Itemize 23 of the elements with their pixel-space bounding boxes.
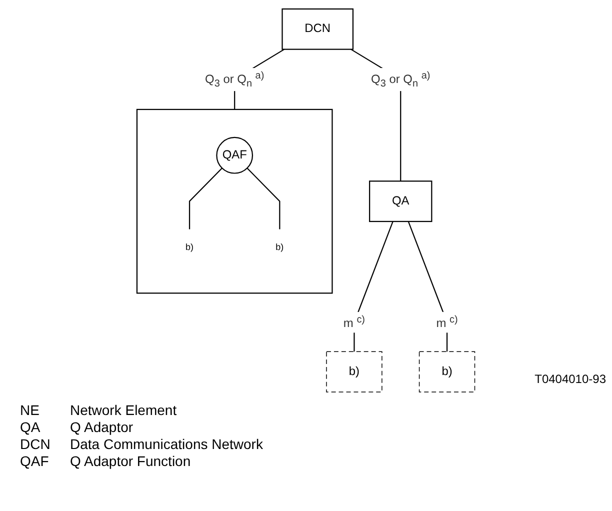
figure-code: T0404010-93 xyxy=(534,372,606,386)
connector xyxy=(189,167,223,229)
edge-label: m $^{c)}$ xyxy=(344,312,366,330)
node-box xyxy=(419,350,476,392)
node-box xyxy=(326,350,382,392)
abbreviation-meaning: Network Element xyxy=(70,402,177,419)
cluster xyxy=(136,108,333,294)
abbreviation: DCN xyxy=(20,436,52,453)
node-text: b) xyxy=(186,241,194,252)
abbreviation-meaning: Data Communications Network xyxy=(70,436,263,453)
connector xyxy=(246,167,280,229)
node-box xyxy=(369,180,432,222)
node-text: b) xyxy=(276,241,284,252)
abbreviation: NE xyxy=(20,402,40,419)
abbreviation-meaning: Q Adaptor xyxy=(70,419,134,436)
node-box xyxy=(282,8,354,50)
edge-label: m $^{c)}$ xyxy=(436,312,458,330)
abbreviation-meaning: Q Adaptor Function xyxy=(70,453,191,470)
abbreviation: QAF xyxy=(20,453,50,470)
connector xyxy=(354,220,394,352)
connector xyxy=(408,220,448,352)
node-circle xyxy=(216,136,254,174)
abbreviation: QA xyxy=(20,419,42,436)
